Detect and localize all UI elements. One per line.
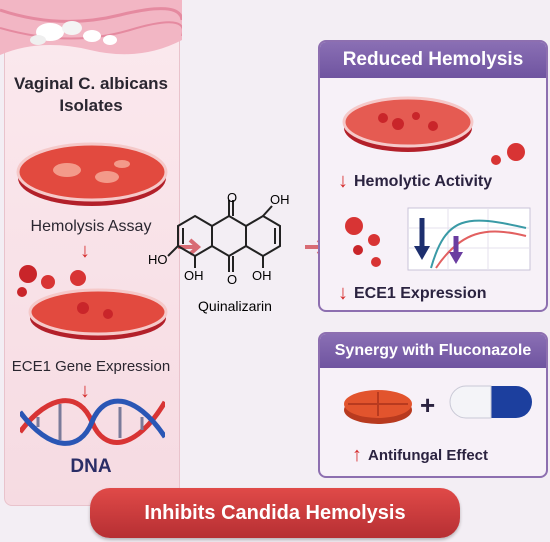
tissue-illustration [0, 0, 182, 55]
hydroxyl-bottom-right-label: OH [252, 268, 272, 283]
carbonyl-top-label: O [227, 190, 238, 205]
antifungal-effect-line: ↑ Antifungal Effect [352, 444, 488, 467]
plus-sign: + [420, 390, 436, 420]
hemolysis-assay-label: Hemolysis Assay [30, 218, 152, 235]
ece1-gene-expression-label: ECE1 Gene Expression [11, 358, 171, 375]
synergy-title: Synergy with Fluconazole [320, 334, 546, 368]
quinalizarin-tablet-icon [344, 390, 412, 424]
antifungal-effect-label: Antifungal Effect [368, 447, 488, 464]
hemolysis-petri-dish [16, 142, 168, 206]
hemolytic-activity-line: ↓ Hemolytic Activity [338, 170, 492, 193]
hydroxyl-top-label: OH [270, 192, 290, 207]
down-arrow-icon: ↓ [338, 170, 348, 192]
quinalizarin-structure [167, 200, 281, 272]
reduced-hemolysis-title: Reduced Hemolysis [320, 42, 546, 78]
dna-label: DNA [70, 456, 112, 477]
ece1-petri-dish [17, 265, 168, 340]
reduced-hemolysis-card: Reduced Hemolysis [318, 40, 548, 312]
isolates-title-line2: Isolates [59, 96, 123, 115]
down-arrow-icon: ↓ [80, 240, 90, 262]
carbonyl-bottom-label: O [227, 272, 238, 287]
down-arrow-icon: ↓ [80, 380, 90, 402]
conclusion-banner: Inhibits Candida Hemolysis [90, 488, 460, 538]
reduced-hemolysis-petri-dish [342, 96, 525, 165]
ece1-expression-label: ECE1 Expression [354, 284, 487, 302]
up-arrow-icon: ↑ [352, 444, 362, 466]
dna-helix-icon [20, 398, 165, 446]
ece1-expression-graph [345, 207, 531, 271]
ece1-expression-line: ↓ ECE1 Expression [338, 282, 487, 305]
hydroxyl-bottom-left-label: OH [184, 268, 204, 283]
compound-name: Quinalizarin [198, 298, 272, 314]
fluconazole-capsule-icon [449, 385, 532, 419]
isolates-title-line1: Vaginal C. albicans [13, 74, 168, 93]
down-arrow-icon: ↓ [338, 282, 348, 304]
hydroxyl-left-label: HO [148, 252, 168, 267]
hemolytic-activity-label: Hemolytic Activity [354, 172, 493, 190]
